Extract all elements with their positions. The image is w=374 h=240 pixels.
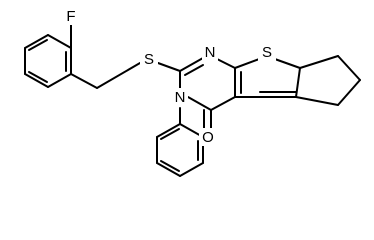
cyclopentane-ring: [295, 55, 361, 106]
thiophene-ring: [234, 57, 301, 98]
svg-text:O: O: [202, 129, 214, 146]
pyrimidinone-ring: [179, 57, 236, 129]
fluorophenyl-ring: [24, 34, 72, 88]
svg-text:N: N: [205, 44, 216, 61]
molecule-structure: F S N S N O: [24, 7, 361, 177]
atom-label-nitrogen-amide: N: [172, 88, 188, 106]
svg-text:S: S: [262, 44, 272, 61]
atom-label-nitrogen-imine: N: [202, 43, 218, 61]
atom-label-fluorine: F: [63, 7, 79, 25]
substituent-bonds: [70, 24, 181, 89]
svg-text:S: S: [144, 51, 154, 68]
svg-text:N: N: [175, 89, 186, 106]
atom-label-sulfur-thioether: S: [140, 50, 158, 68]
atom-label-sulfur-thiophene: S: [258, 43, 276, 61]
phenyl-ring: [156, 107, 204, 177]
atom-label-oxygen: O: [199, 128, 217, 146]
svg-text:F: F: [66, 8, 75, 25]
